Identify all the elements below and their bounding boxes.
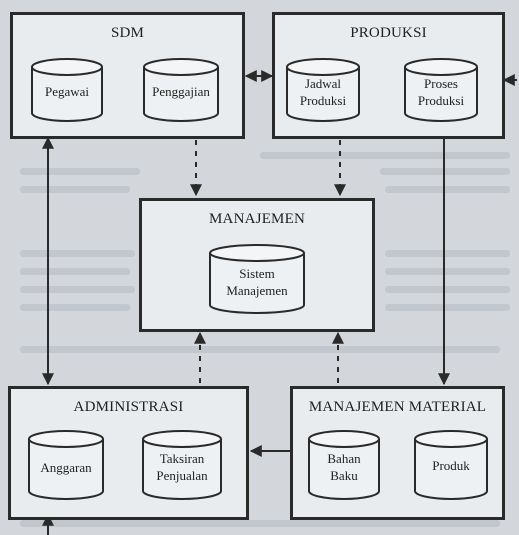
background-text-line	[20, 286, 135, 293]
database-icon	[143, 58, 219, 122]
database-icon	[308, 430, 380, 500]
manajemen-title: MANAJEMEN	[209, 211, 305, 227]
administrasi-title: ADMINISTRASI	[73, 399, 184, 415]
background-text-line	[385, 186, 510, 193]
background-text-line	[20, 268, 130, 275]
anggaran-store: Anggaran	[27, 429, 105, 501]
database-icon	[414, 430, 488, 500]
bahan-baku-store: Bahan Baku	[307, 429, 381, 501]
database-icon	[28, 430, 104, 500]
jadwal-produksi-label: Jadwal Produksi	[299, 76, 347, 108]
taksiran-penjualan-store: Taksiran Penjualan	[141, 429, 223, 501]
produksi-title: PRODUKSI	[350, 25, 427, 41]
manajemen-module: MANAJEMEN Sistem Manajemen	[139, 198, 375, 332]
background-text-line	[20, 168, 140, 175]
background-text-line	[260, 152, 510, 159]
sdm-module: SDM Pegawai Penggajian	[10, 12, 245, 139]
background-text-line	[20, 304, 130, 311]
pegawai-label: Pegawai	[44, 84, 90, 99]
background-text-line	[20, 346, 500, 353]
pegawai-store: Pegawai	[30, 57, 104, 123]
jadwal-produksi-store: Jadwal Produksi	[285, 57, 361, 123]
administrasi-module: ADMINISTRASI Anggaran Taksiran Penjualan	[8, 386, 249, 520]
sistem-manajemen-store: Sistem Manajemen	[208, 243, 306, 315]
background-text-line	[385, 250, 510, 257]
produksi-module: PRODUKSI Jadwal Produksi Proses Produksi	[272, 12, 505, 139]
produk-store: Produk	[413, 429, 489, 501]
background-text-line	[385, 304, 510, 311]
bahan-baku-label: Bahan Baku	[327, 451, 361, 483]
database-icon	[209, 244, 305, 314]
produk-label: Produk	[432, 458, 470, 473]
manajemen-material-module: MANAJEMEN MATERIAL Bahan Baku Produk	[290, 386, 505, 520]
sistem-manajemen-label: Sistem Manajemen	[226, 266, 288, 298]
background-text-line	[20, 186, 130, 193]
database-icon	[142, 430, 222, 500]
proses-produksi-label: Proses Produksi	[417, 76, 465, 108]
database-icon	[404, 58, 478, 122]
database-icon	[286, 58, 360, 122]
background-text-line	[385, 286, 510, 293]
penggajian-store: Penggajian	[142, 57, 220, 123]
background-text-line	[20, 250, 135, 257]
background-text-line	[20, 520, 500, 527]
proses-produksi-store: Proses Produksi	[403, 57, 479, 123]
manajemen-material-title: MANAJEMEN MATERIAL	[308, 399, 487, 415]
taksiran-penjualan-label: Taksiran Penjualan	[156, 451, 208, 483]
database-icon	[31, 58, 103, 122]
sdm-title: SDM	[110, 25, 145, 41]
anggaran-label: Anggaran	[40, 460, 92, 475]
background-text-line	[385, 268, 510, 275]
penggajian-label: Penggajian	[152, 84, 210, 99]
